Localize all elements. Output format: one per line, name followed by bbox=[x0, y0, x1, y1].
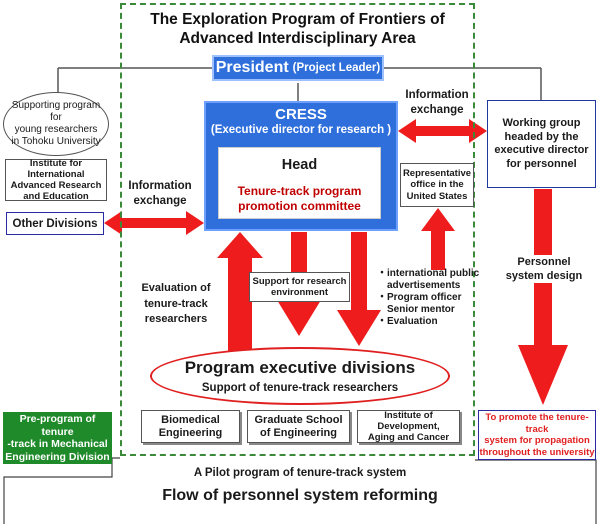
evaluation-up-arrow bbox=[217, 232, 263, 353]
supporting-line-1: Supporting program for bbox=[11, 100, 101, 123]
working-group-line-3: executive director bbox=[494, 144, 589, 156]
bullet-advertisements-cont: advertisements bbox=[387, 280, 461, 291]
grad-line-2: of Engineering bbox=[260, 426, 337, 439]
committee-label: Tenure-track program promotion committee bbox=[218, 184, 381, 214]
info-exchange-left-arrow bbox=[104, 211, 204, 235]
pilot-program-label: A Pilot program of tenure-track system bbox=[193, 467, 407, 479]
idac-line-2: Aging and Cancer bbox=[367, 432, 450, 443]
rep-office-line-1: Representative bbox=[402, 167, 472, 179]
idac-box: Institute of Development, Aging and Canc… bbox=[357, 410, 460, 443]
evaluation-label: Evaluation of tenure-track researchers bbox=[128, 281, 224, 328]
evaluation-line-3: researchers bbox=[144, 313, 208, 325]
promote-line-2: system for propagation bbox=[484, 435, 590, 446]
institute-line-2: Advanced Research bbox=[10, 180, 102, 191]
cress-title: CRESS bbox=[275, 106, 327, 123]
bullet-program-officer: ・Program officer bbox=[377, 292, 462, 303]
supporting-line-3: in Tohoku University bbox=[11, 136, 101, 147]
preprogram-box: Pre-program of tenure -track in Mechanic… bbox=[3, 412, 112, 464]
preprogram-line-1: Pre-program of tenure bbox=[19, 413, 96, 438]
promote-line-3: throughout the university bbox=[479, 446, 595, 458]
flow-frame-right bbox=[475, 459, 597, 524]
graduate-school-engineering-box: Graduate School of Engineering bbox=[247, 410, 350, 443]
working-group-line-1: Working group bbox=[502, 117, 581, 129]
program-executive-ellipse bbox=[150, 347, 450, 405]
institute-line-1: Institute for International bbox=[27, 158, 85, 180]
bio-line-1: Biomedical bbox=[161, 413, 220, 426]
rep-office-line-3: United States bbox=[406, 190, 468, 202]
bullet-advertisements: ・international public bbox=[377, 268, 480, 279]
representative-office-box: Representative office in the United Stat… bbox=[400, 163, 474, 207]
head-box bbox=[218, 147, 381, 219]
working-group-line-4: for personnel bbox=[506, 157, 577, 170]
promote-line-1: To promote the tenure-track bbox=[485, 412, 589, 435]
head-title: Head bbox=[281, 157, 318, 173]
other-divisions-box: Other Divisions bbox=[6, 212, 104, 235]
pilot-program-frame bbox=[120, 3, 475, 456]
info-right-line-2: exchange bbox=[410, 104, 464, 116]
flow-frame-left bbox=[3, 457, 120, 524]
preprogram-line-3: Engineering Division bbox=[5, 450, 110, 463]
promote-box: To promote the tenure-track system for p… bbox=[478, 410, 596, 460]
bullet-senior-mentor: Senior mentor bbox=[387, 304, 455, 315]
bio-line-2: Engineering bbox=[158, 426, 223, 439]
working-group-box: Working group headed by the executive di… bbox=[487, 100, 596, 188]
personnel-down-arrow bbox=[518, 189, 568, 405]
cress-subtitle: (Executive director for research ) bbox=[210, 124, 392, 136]
diagram-title: The Exploration Program of Frontiers of … bbox=[125, 10, 470, 48]
info-right-line-1: Information bbox=[405, 89, 469, 101]
title-line-2: Advanced Interdisciplinary Area bbox=[179, 30, 416, 47]
personnel-design-line-1: Personnel bbox=[517, 256, 571, 268]
rep-office-up-arrow bbox=[421, 208, 455, 270]
support-research-box: Support for research environment bbox=[249, 272, 350, 302]
flow-title: Flow of personnel system reforming bbox=[162, 487, 438, 504]
institute-line-3: and Education bbox=[23, 191, 89, 202]
institute-ia-box: Institute for International Advanced Res… bbox=[5, 158, 107, 202]
support-research-line-2: environment bbox=[270, 287, 328, 298]
info-left-line-2: exchange bbox=[133, 195, 187, 207]
supporting-program-ellipse: Supporting program for young researchers… bbox=[3, 92, 109, 156]
personnel-design-label: Personnel system design bbox=[494, 255, 594, 283]
working-group-line-2: headed by the bbox=[504, 130, 579, 143]
evaluation-line-2: tenure-track bbox=[144, 297, 208, 310]
bullet-evaluation: ・Evaluation bbox=[377, 316, 438, 327]
biomedical-engineering-box: Biomedical Engineering bbox=[141, 410, 240, 443]
personnel-design-line-2: system design bbox=[505, 270, 583, 282]
president-role: (Project Leader) bbox=[292, 62, 381, 74]
idac-line-1: Institute of Development, bbox=[377, 410, 440, 432]
info-exchange-right-arrow bbox=[398, 119, 487, 143]
committee-line-2: promotion committee bbox=[238, 199, 361, 213]
president-label: President bbox=[215, 59, 289, 76]
intl-down-arrow bbox=[337, 232, 381, 346]
info-exchange-left-label: Information exchange bbox=[110, 179, 210, 209]
info-exchange-right-label: Information exchange bbox=[397, 88, 477, 118]
info-left-line-1: Information bbox=[128, 180, 192, 192]
president-box: President (Project Leader) bbox=[212, 55, 384, 81]
activities-list: ・international public advertisements ・Pr… bbox=[377, 268, 487, 328]
title-line-1: The Exploration Program of Frontiers of bbox=[150, 11, 445, 28]
support-research-line-1: Support for research bbox=[252, 276, 347, 287]
supporting-line-2: young researchers bbox=[14, 124, 98, 135]
grad-line-1: Graduate School bbox=[254, 413, 343, 426]
program-executive-subtitle: Support of tenure-track researchers bbox=[201, 382, 399, 394]
rep-office-line-2: office in the bbox=[410, 179, 464, 191]
evaluation-line-1: Evaluation of bbox=[141, 282, 211, 294]
preprogram-line-2: -track in Mechanical bbox=[7, 438, 108, 450]
program-executive-title: Program executive divisions bbox=[184, 358, 416, 377]
committee-line-1: Tenure-track program bbox=[237, 184, 362, 198]
